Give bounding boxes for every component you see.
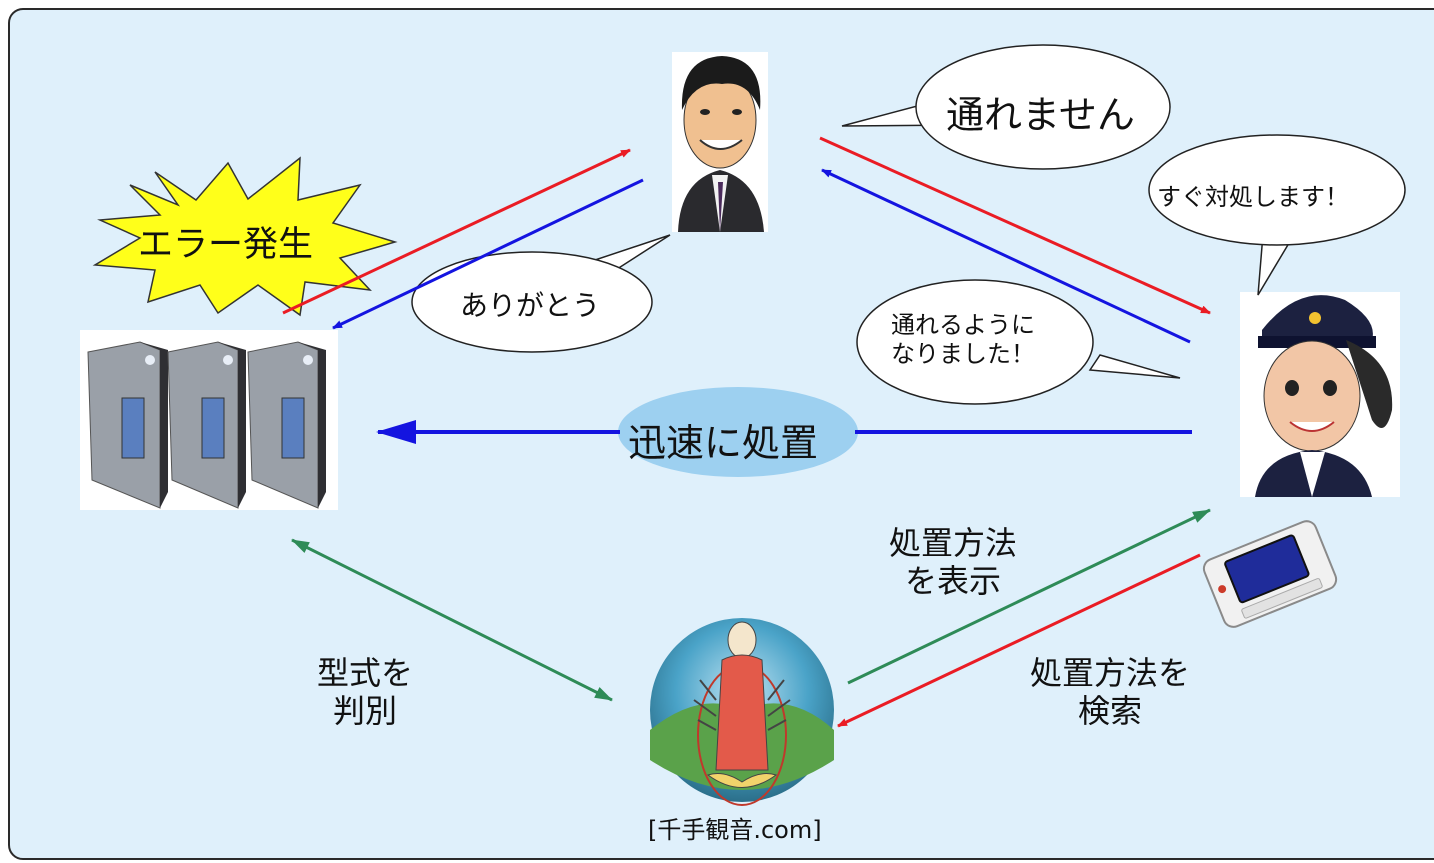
- arrow-man-to-staff-red: [819, 136, 1211, 315]
- ticket-gates-icon: [80, 330, 338, 510]
- speech-bubble-cannot-pass: [841, 44, 1171, 170]
- label-search-method: 処置方法を 検索: [1029, 654, 1190, 731]
- label-quick-fix: 迅速に処置: [628, 421, 819, 465]
- label-identify-model: 型式を 判別: [316, 654, 413, 731]
- label-error: エラー発生: [138, 225, 314, 265]
- speech-bubble-will-handle: [1148, 134, 1406, 296]
- handheld-terminal-icon: [1202, 520, 1338, 628]
- label-show-method: 処置方法 を表示: [888, 524, 1017, 601]
- error-starburst: [92, 156, 398, 317]
- label-senju-site: [千手観音.com]: [648, 816, 822, 844]
- label-thanks: ありがとう: [460, 289, 601, 322]
- speech-bubble-now-can-pass: [856, 279, 1181, 405]
- businessman-caricature-icon: [672, 52, 768, 232]
- speech-bubble-thanks: [411, 234, 671, 353]
- label-will-handle: すぐ対処します！: [1157, 183, 1349, 211]
- senju-kannon-icon: [650, 618, 834, 806]
- label-now-can-pass: 通れるように なりました！: [891, 311, 1035, 368]
- arrow-gate-senju-green: [291, 538, 613, 702]
- station-staff-caricature-icon: [1240, 292, 1400, 497]
- arrow-device-to-senju-red: [837, 553, 1201, 728]
- arrow-staff-to-man-blue: [821, 168, 1191, 344]
- quick-fix-ellipse: [618, 387, 858, 477]
- arrow-gate-to-man-red: [282, 148, 631, 315]
- label-cannot-pass: 通れません: [946, 93, 1135, 137]
- arrow-man-to-gate-blue: [332, 178, 644, 330]
- arrow-senju-to-device-green: [847, 508, 1211, 685]
